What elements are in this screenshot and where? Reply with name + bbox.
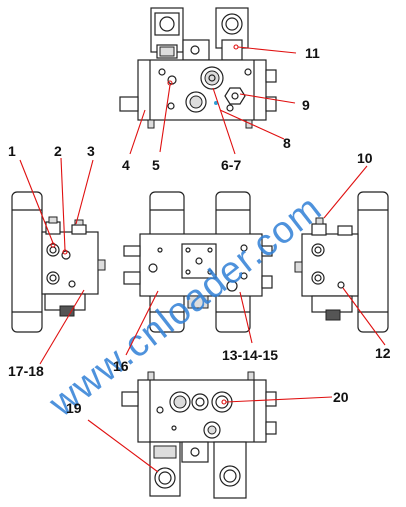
leader-2: [60, 157, 66, 251]
callout-19: 19: [66, 400, 82, 416]
callout-17-18: 17-18: [8, 363, 44, 379]
callout-1: 1: [8, 143, 16, 159]
left-valve-block: [41, 231, 99, 295]
leader-20: [225, 396, 333, 403]
bottom-valve-block: [137, 379, 267, 443]
leader-11: [237, 46, 297, 54]
leader-lines: [19, 44, 386, 473]
leader-12: [342, 287, 386, 346]
right-view: [294, 191, 389, 333]
leader-16: [125, 290, 159, 356]
bottom-view: [121, 371, 277, 499]
leader-8: [219, 109, 285, 140]
leader-5: [159, 84, 171, 153]
callout-5: 5: [152, 157, 160, 173]
callout-11: 11: [305, 45, 320, 61]
leader-9: [239, 93, 296, 104]
callout-3: 3: [87, 143, 95, 159]
leader-4: [129, 109, 146, 155]
callout-13-14-15: 13-14-15: [222, 347, 278, 363]
callout-4: 4: [122, 157, 130, 173]
callout-6-7: 6-7: [221, 157, 241, 173]
right-valve-block: [301, 233, 359, 297]
leader-10: [323, 165, 368, 219]
leader-13-14-15: [239, 291, 253, 344]
leader-6-7: [212, 87, 236, 155]
top-view: [119, 7, 277, 129]
left-view: [11, 191, 106, 333]
callout-9: 9: [302, 97, 310, 113]
callout-12: 12: [375, 345, 391, 361]
right-solenoid-coil: [357, 191, 389, 333]
left-solenoid-coil: [11, 191, 43, 333]
callout-labels: 11 9 8 6-7 5 4 1 2 3 10 12 13-14-15 16 1…: [8, 45, 391, 416]
leader-17-18: [39, 289, 85, 365]
callout-20: 20: [333, 389, 349, 405]
leader-3: [75, 159, 94, 225]
leader-1: [19, 159, 54, 244]
leader-19: [87, 419, 159, 473]
callout-8: 8: [283, 135, 291, 151]
callout-16: 16: [113, 358, 129, 374]
callout-2: 2: [54, 143, 62, 159]
callout-10: 10: [357, 150, 373, 166]
